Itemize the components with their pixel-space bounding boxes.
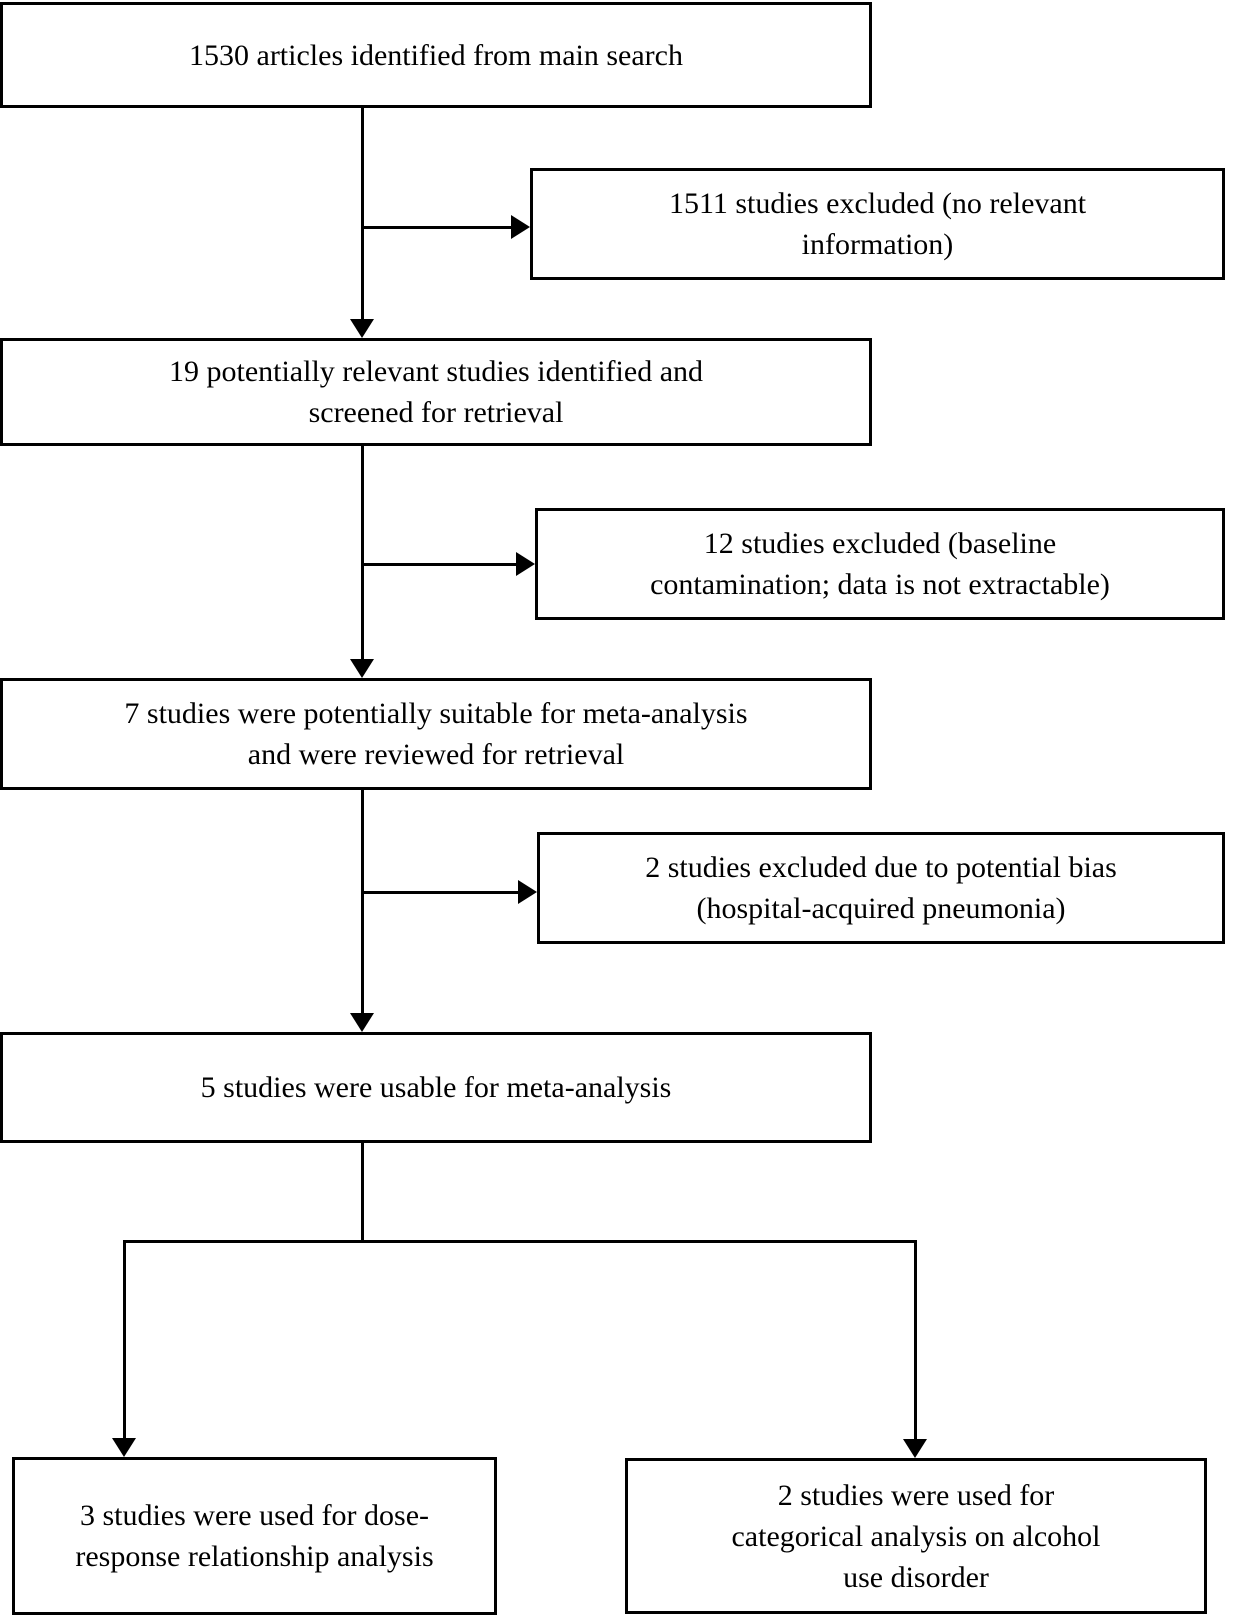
flow-box-usable-meta-analysis: 5 studies were usable for meta-analysis [0,1032,872,1143]
flow-box-relevant-screened: 19 potentially relevant studies identifi… [0,338,872,446]
flow-line-split-left [123,1240,126,1440]
flow-line-main-4 [361,1143,364,1243]
flow-box-dose-response-analysis: 3 studies were used for dose- response r… [12,1457,497,1615]
flow-box-articles-identified: 1530 articles identified from main searc… [0,2,872,108]
arrowhead-down-icon [350,659,374,678]
arrowhead-down-icon [903,1439,927,1458]
flow-line-split-right [914,1240,917,1441]
flow-line-bottom-split [123,1240,917,1243]
flow-box-excluded-no-relevant: 1511 studies excluded (no relevant infor… [530,168,1225,280]
arrowhead-right-icon [518,880,537,904]
flow-line-main-3 [361,790,364,1015]
arrowhead-right-icon [511,215,530,239]
flow-line-branch-excluded-1 [361,226,516,229]
flow-line-main-1 [361,108,364,321]
flow-box-potentially-suitable: 7 studies were potentially suitable for … [0,678,872,790]
arrowhead-down-icon [112,1438,136,1457]
flow-line-branch-excluded-2 [361,563,521,566]
flow-box-excluded-bias: 2 studies excluded due to potential bias… [537,832,1225,944]
flow-box-excluded-baseline: 12 studies excluded (baseline contaminat… [535,508,1225,620]
flow-line-branch-excluded-3 [361,891,523,894]
flow-box-categorical-analysis: 2 studies were used for categorical anal… [625,1458,1207,1614]
arrowhead-right-icon [516,552,535,576]
flow-line-main-2 [361,446,364,661]
arrowhead-down-icon [350,1013,374,1032]
arrowhead-down-icon [350,319,374,338]
